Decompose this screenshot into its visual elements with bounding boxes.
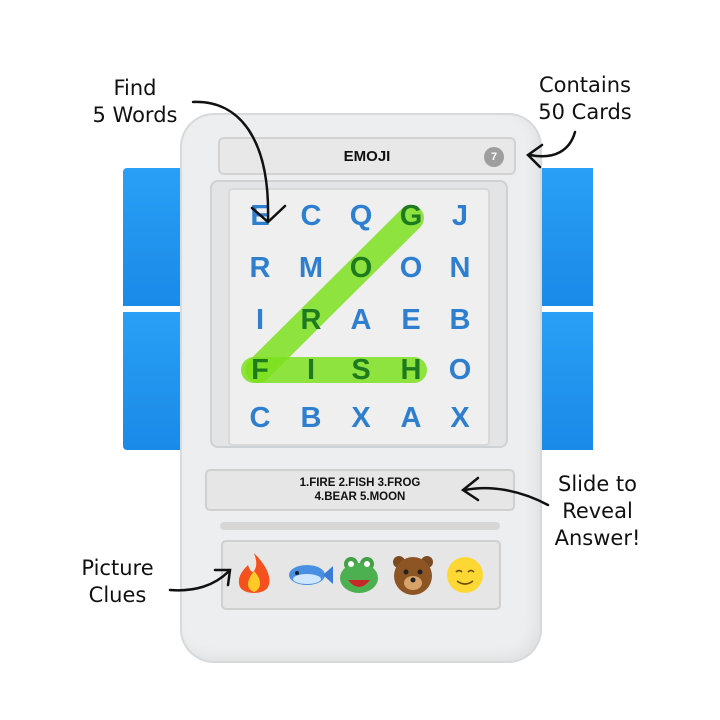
picture-clues — [221, 540, 501, 610]
arrow-find-icon — [191, 100, 270, 222]
annotation-picture-clues: Picture Clues — [70, 555, 165, 609]
grid-letter: O — [448, 354, 472, 386]
annotation-contains-cards: Contains 50 Cards — [525, 72, 645, 126]
card-title: EMOJI — [343, 148, 391, 165]
grid-letter: B — [300, 402, 322, 434]
slider-track[interactable] — [220, 522, 500, 530]
grid-letter: Q — [349, 200, 373, 232]
grid-letter: X — [351, 402, 371, 434]
annotation-find-words: Find 5 Words — [80, 75, 190, 129]
card-title-bar: EMOJI 7 — [218, 137, 516, 175]
annotation-line: Contains — [538, 73, 631, 97]
moon-icon — [447, 557, 483, 593]
grid-letter: E — [401, 304, 421, 336]
annotation-line: Answer! — [554, 526, 641, 550]
grid-letter: O — [349, 252, 373, 284]
annotation-line: Find — [113, 76, 157, 100]
grid-letter: M — [298, 252, 324, 284]
annotation-slide-reveal: Slide to Reveal Answer! — [545, 471, 650, 552]
annotation-line: Clues — [88, 583, 147, 607]
arrow-contains-icon — [526, 143, 544, 169]
highlight-moon — [245, 205, 424, 383]
arrow-slide-icon — [460, 476, 480, 502]
grid-letter: F — [251, 354, 269, 386]
grid-letter: O — [399, 252, 423, 284]
grid-letter: B — [449, 304, 471, 336]
grid-letter: X — [450, 402, 470, 434]
arrow-contains-icon — [528, 130, 577, 158]
frog-icon — [340, 557, 378, 593]
annotation-line: Slide to — [557, 472, 637, 496]
annotation-line: Picture — [81, 556, 154, 580]
grid-letter: I — [255, 304, 265, 336]
grid-letter: A — [400, 402, 422, 434]
fire-icon — [238, 553, 270, 593]
grid-letter: N — [449, 252, 471, 284]
fish-icon — [289, 565, 333, 585]
arrow-find-icon — [250, 204, 287, 224]
grid-letter: S — [351, 354, 371, 386]
grid-letter: G — [399, 200, 423, 232]
arrow-slide-icon — [463, 486, 550, 507]
annotation-line: 5 Words — [92, 103, 178, 127]
answer-line-2: 4.BEAR 5.MOON — [314, 491, 406, 503]
grid-letter: R — [300, 304, 322, 336]
annotation-line: 50 Cards — [538, 100, 632, 124]
grid-letter: C — [249, 402, 271, 434]
bear-icon — [393, 556, 433, 595]
grid-letter: I — [306, 354, 316, 386]
highlight-strokes — [241, 205, 427, 383]
grid-letter: H — [400, 354, 422, 386]
arrow-clues-icon — [213, 568, 232, 587]
grid-letter: J — [451, 200, 469, 232]
grid-letter: R — [249, 252, 271, 284]
arrow-clues-icon — [168, 570, 230, 592]
answer-line-1: 1.FIRE 2.FISH 3.FROG — [299, 477, 421, 489]
grid-letter: A — [350, 304, 372, 336]
card-number-badge: 7 — [484, 147, 504, 167]
annotation-line: Reveal — [562, 499, 633, 523]
grid-letter: C — [300, 200, 322, 232]
